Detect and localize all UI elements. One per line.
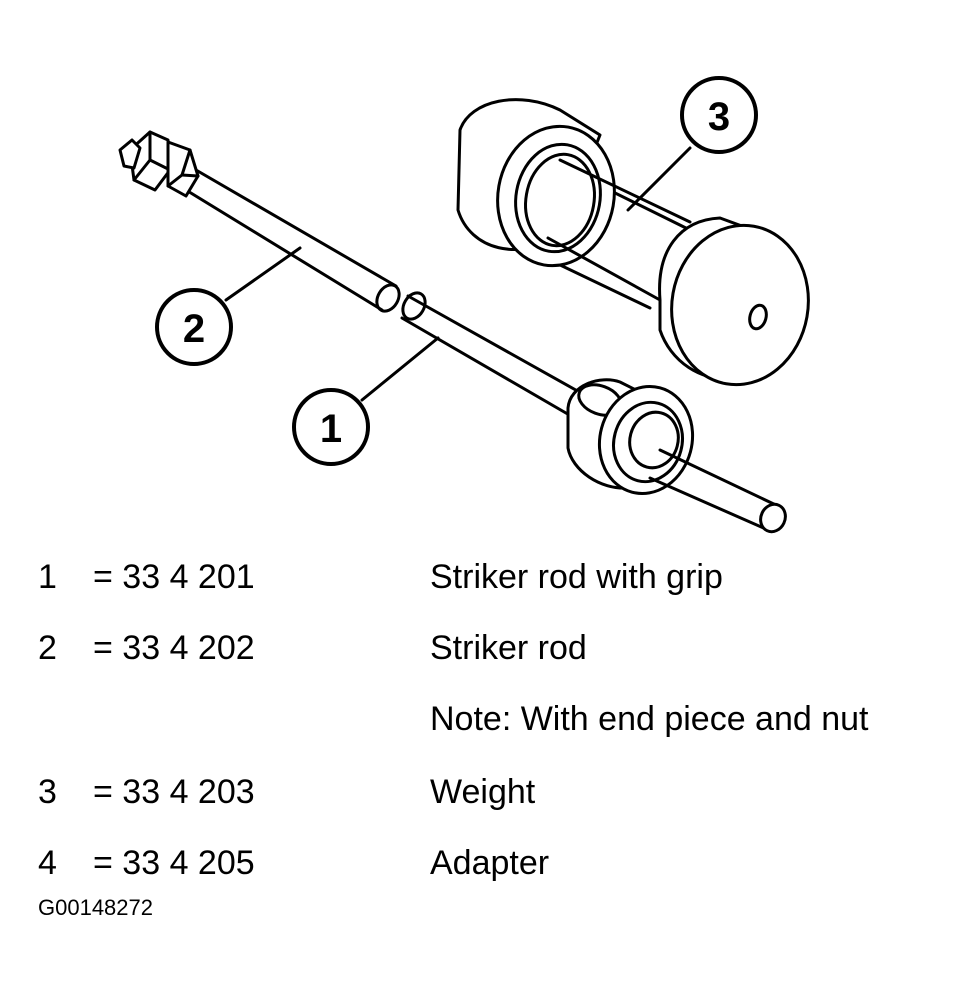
- legend-description: Striker rod: [430, 629, 587, 667]
- callout-1-label: 1: [320, 407, 342, 451]
- legend-description: Weight: [430, 773, 536, 811]
- legend-description: Striker rod with grip: [430, 558, 723, 596]
- callout-1: 1: [292, 336, 440, 466]
- legend-part-code: = 33 4 203: [93, 773, 255, 811]
- callout-2: 2: [155, 246, 302, 366]
- legend-note: Note: With end piece and nut: [430, 700, 869, 738]
- striker-rod-part-2: [118, 130, 401, 313]
- legend-part-code: = 33 4 202: [93, 629, 255, 667]
- legend-number: 4: [38, 844, 57, 882]
- legend-description: Adapter: [430, 844, 550, 882]
- tool-illustration: 3 2 1: [118, 76, 810, 534]
- legend-number: 1: [38, 558, 57, 596]
- callout-3-label: 3: [708, 95, 730, 139]
- callout-2-label: 2: [183, 307, 205, 351]
- legend-part-code: = 33 4 205: [93, 844, 255, 882]
- striker-rod-with-grip-part-1: [400, 291, 787, 534]
- figure-id: G00148272: [38, 895, 153, 920]
- callout-3: 3: [626, 76, 758, 212]
- legend-part-code: = 33 4 201: [93, 558, 255, 596]
- weight-part-3: [456, 98, 810, 387]
- legend-number: 3: [38, 773, 57, 811]
- end-piece-and-nut: [118, 130, 200, 198]
- legend-number: 2: [38, 629, 57, 667]
